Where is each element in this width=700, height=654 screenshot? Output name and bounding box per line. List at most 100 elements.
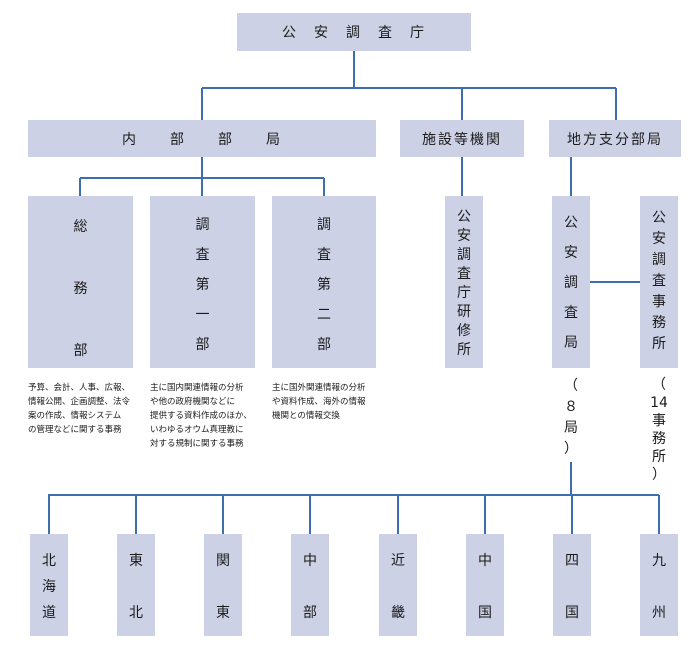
char: 務 <box>652 315 666 331</box>
char: 安 <box>564 245 578 261</box>
char: 所 <box>652 449 666 465</box>
char: 州 <box>652 605 666 621</box>
char: 安 <box>457 228 471 244</box>
region-box-kanto[interactable]: 関東 <box>204 534 242 636</box>
char: 局 <box>564 335 578 351</box>
facilities-label: 施設等機関 <box>422 131 502 148</box>
office-count-label: （ 14 事 務 所 ） <box>647 376 671 484</box>
desc-line: 主に国外関連情報の分析 <box>272 383 366 393</box>
region-label: 九州 <box>650 548 668 626</box>
char: 公 <box>652 210 666 226</box>
char: ） <box>652 467 666 483</box>
region-label: 近畿 <box>389 548 407 626</box>
top-agency-box[interactable]: 公 安 調 査 庁 <box>237 13 471 51</box>
char: 関 <box>216 553 230 569</box>
region-label: 北海道 <box>40 548 58 626</box>
char: 庁 <box>457 285 471 301</box>
char: 所 <box>457 342 471 358</box>
char: 畿 <box>391 605 405 621</box>
char: 部 <box>195 337 210 353</box>
investigation-dept-1-desc: 主に国内関連情報の分析 や他の政府機関などに 提供する資料作成のほか、 いわゆる… <box>150 381 268 451</box>
char: 一 <box>195 307 210 323</box>
public-security-bureau-label: 公 安 調 査 局 <box>562 208 580 358</box>
char: 査 <box>564 305 578 321</box>
char: 総 <box>73 219 88 235</box>
char: 安 <box>652 231 666 247</box>
char: 東 <box>129 553 143 569</box>
desc-line: 案の作成、情報システム <box>28 411 122 421</box>
desc-line: 主に国内関連情報の分析 <box>150 383 244 393</box>
desc-line: 機関との情報交換 <box>272 411 340 421</box>
region-label: 東北 <box>127 548 145 626</box>
desc-line: の管理などに関する事務 <box>28 425 122 435</box>
char: ） <box>564 441 578 457</box>
char: 事 <box>652 413 666 429</box>
region-box-chubu[interactable]: 中部 <box>291 534 329 636</box>
char: 九 <box>652 553 666 569</box>
char: 査 <box>457 266 471 282</box>
desc-line: いわゆるオウム真理教に <box>150 425 244 435</box>
char: 中 <box>478 553 492 569</box>
desc-line: 情報公開、企画調整、法令 <box>28 397 131 407</box>
char: 所 <box>652 336 666 352</box>
general-affairs-dept-desc: 予算、会計、人事、広報、 情報公開、企画調整、法令 案の作成、情報システム の管… <box>28 381 146 437</box>
regional-bureaus-box[interactable]: 地方支分部局 <box>549 120 681 157</box>
training-institute-label: 公 安 調 査 庁 研 修 所 <box>455 208 473 360</box>
desc-line: 対する規制に関する事務 <box>150 439 244 449</box>
char: 調 <box>317 217 331 233</box>
char: 調 <box>652 252 666 268</box>
char: 中 <box>303 553 317 569</box>
investigation-dept-2-label: 調 査 第 二 部 <box>315 210 333 360</box>
char: 公 <box>457 209 471 225</box>
desc-line: や資料作成、海外の情報 <box>272 397 366 407</box>
public-security-office-box[interactable]: 公 安 調 査 事 務 所 <box>640 196 678 368</box>
desc-line: 予算、会計、人事、広報、 <box>28 383 131 393</box>
char: 調 <box>457 247 471 263</box>
char: 二 <box>317 307 331 323</box>
region-box-kyushu[interactable]: 九州 <box>640 534 678 636</box>
region-label: 中国 <box>476 548 494 626</box>
char: 事 <box>652 294 666 310</box>
desc-line: や他の政府機関などに <box>150 397 236 407</box>
char: 修 <box>457 323 471 339</box>
public-security-bureau-box[interactable]: 公 安 調 査 局 <box>552 196 590 368</box>
regional-bureaus-label: 地方支分部局 <box>567 131 663 148</box>
char: （ <box>652 377 666 393</box>
char: 第 <box>317 277 331 293</box>
char: （ <box>564 378 578 394</box>
region-box-chugoku[interactable]: 中国 <box>466 534 504 636</box>
training-institute-box[interactable]: 公 安 調 査 庁 研 修 所 <box>445 196 483 368</box>
char: 14 <box>650 395 668 411</box>
char: 北 <box>129 605 143 621</box>
char: 四 <box>565 553 579 569</box>
char: 査 <box>317 247 331 263</box>
internal-bureaus-box[interactable]: 内 部 部 局 <box>28 120 376 157</box>
char: 北 <box>42 553 56 569</box>
region-box-tohoku[interactable]: 東北 <box>117 534 155 636</box>
char: 近 <box>391 553 405 569</box>
char: 査 <box>195 247 210 263</box>
char: 部 <box>303 605 317 621</box>
region-box-kinki[interactable]: 近畿 <box>379 534 417 636</box>
investigation-dept-2-desc: 主に国外関連情報の分析 や資料作成、海外の情報 機関との情報交換 <box>272 381 390 423</box>
char: 海 <box>42 579 56 595</box>
region-box-hokkaido[interactable]: 北海道 <box>30 534 68 636</box>
region-box-shikoku[interactable]: 四国 <box>553 534 591 636</box>
char: 研 <box>457 304 471 320</box>
desc-line: 提供する資料作成のほか、 <box>150 411 252 421</box>
char: 査 <box>652 273 666 289</box>
char: 務 <box>73 281 88 297</box>
investigation-dept-1-box[interactable]: 調 査 第 一 部 <box>150 196 255 368</box>
public-security-office-label: 公 安 調 査 事 務 所 <box>650 208 668 355</box>
general-affairs-dept-box[interactable]: 総 務 部 <box>28 196 133 368</box>
facilities-box[interactable]: 施設等機関 <box>400 120 524 157</box>
char: 東 <box>216 605 230 621</box>
char: 調 <box>195 217 210 233</box>
top-agency-label: 公 安 調 査 庁 <box>282 25 426 41</box>
general-affairs-dept-label: 総 務 部 <box>72 210 90 368</box>
char: 部 <box>73 343 88 359</box>
char: 国 <box>478 605 492 621</box>
char: 第 <box>195 277 210 293</box>
investigation-dept-2-box[interactable]: 調 査 第 二 部 <box>272 196 376 368</box>
char: 局 <box>564 420 578 436</box>
